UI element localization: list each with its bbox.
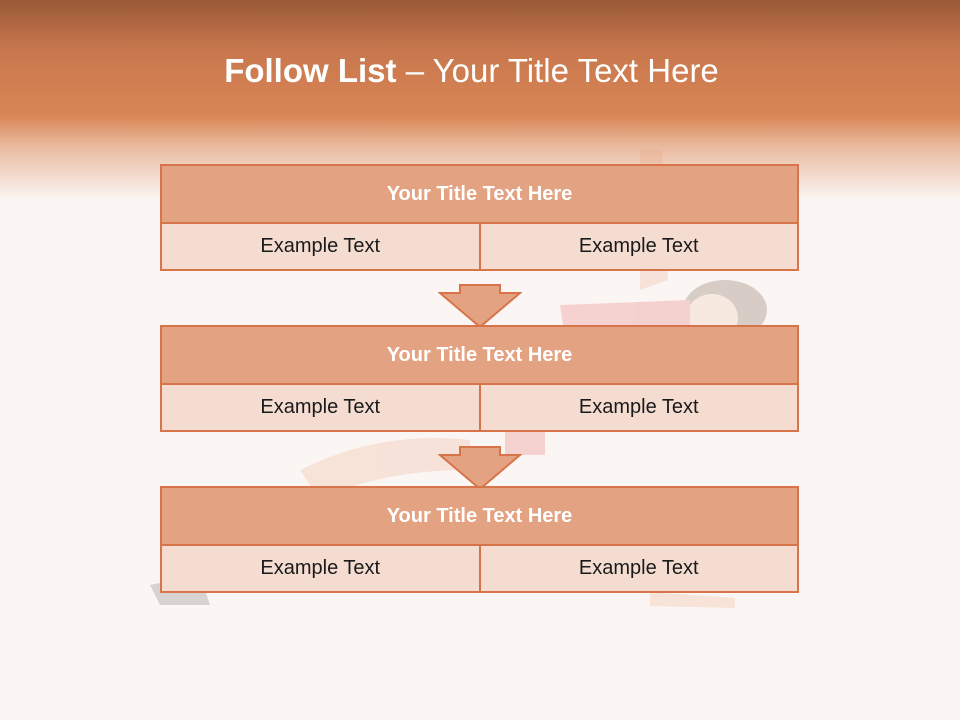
step-cell-left: Example Text (162, 224, 479, 269)
slide-title: Follow List – Your Title Text Here (0, 52, 943, 90)
slide-title-rest: – Your Title Text Here (396, 52, 719, 89)
step-box-2: Your Title Text Here Example Text Exampl… (160, 325, 799, 432)
step-title: Your Title Text Here (162, 327, 797, 383)
step-cell-right: Example Text (480, 546, 797, 591)
down-arrow-icon (438, 446, 522, 490)
step-title: Your Title Text Here (162, 488, 797, 544)
step-box-1: Your Title Text Here Example Text Exampl… (160, 164, 799, 271)
step-row: Example Text Example Text (162, 385, 797, 430)
step-cell-right: Example Text (480, 385, 797, 430)
step-row: Example Text Example Text (162, 224, 797, 269)
step-box-3: Your Title Text Here Example Text Exampl… (160, 486, 799, 593)
step-cell-left: Example Text (162, 385, 479, 430)
step-cell-right: Example Text (480, 224, 797, 269)
slide-title-bold: Follow List (224, 52, 397, 89)
step-title: Your Title Text Here (162, 166, 797, 222)
step-cell-left: Example Text (162, 546, 479, 591)
down-arrow-icon (438, 284, 522, 328)
step-row: Example Text Example Text (162, 546, 797, 591)
